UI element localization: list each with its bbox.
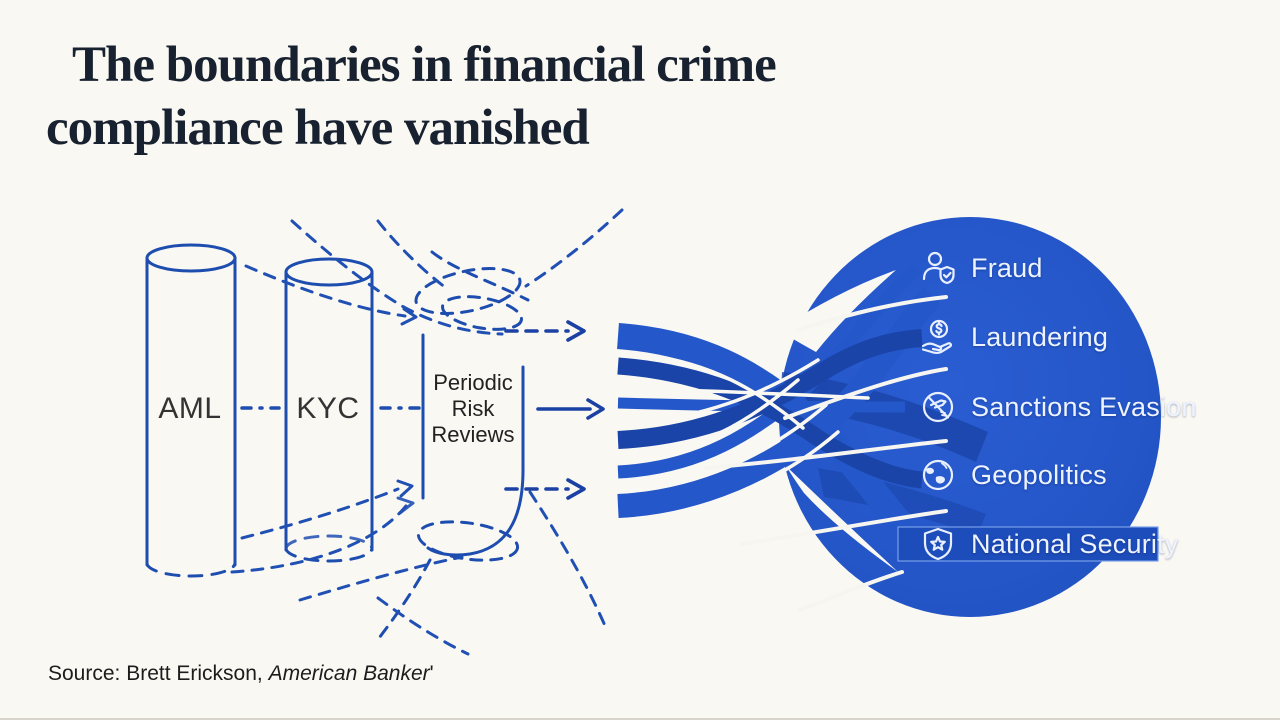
threat-label: Sanctions Evasion — [971, 391, 1197, 422]
shield-star-icon — [923, 527, 953, 561]
dashed-curve-arrowheads — [396, 307, 418, 515]
periodic-risk-reviews-cylinder — [374, 250, 530, 644]
threat-row-national-security: National Security — [918, 524, 1179, 564]
threat-label: National Security — [971, 528, 1179, 559]
money-hand-icon — [921, 319, 953, 354]
aml-cylinder — [145, 243, 237, 578]
stage-label-periodic-risk-reviews: Periodic Risk Reviews — [414, 370, 532, 448]
source-attribution: Source: Brett Erickson, American Banker' — [48, 662, 434, 686]
user-shield-icon — [922, 251, 955, 285]
source-prefix: Source: Brett Erickson, — [48, 662, 269, 685]
title-line-2: compliance have vanished — [46, 100, 590, 156]
threat-row-geopolitics: Geopolitics — [918, 455, 1107, 495]
flow-arrows — [504, 320, 605, 500]
globe-icon — [922, 459, 954, 491]
no-travel-icon — [922, 391, 954, 423]
source-publication: American Banker — [268, 662, 430, 685]
prr-line-3: Reviews — [431, 422, 515, 447]
threat-label: Fraud — [971, 252, 1043, 283]
threat-label: Laundering — [971, 321, 1109, 352]
title-line-1: The boundaries in financial crime — [72, 37, 777, 93]
blob-white-wedges — [778, 270, 898, 572]
dissolving-dashed-curves — [230, 208, 624, 656]
kyc-cylinder — [284, 257, 374, 563]
source-suffix: ' — [429, 662, 434, 685]
stage-label-aml: AML — [158, 392, 222, 425]
prr-line-1: Periodic — [433, 370, 513, 395]
ribbon-separators — [616, 350, 870, 524]
threat-row-sanctions-evasion: Sanctions Evasion — [918, 387, 1197, 427]
stage-label-kyc: KYC — [296, 392, 360, 425]
flow-ribbons — [617, 263, 941, 552]
threat-row-laundering: Laundering — [918, 317, 1108, 357]
threat-label: Geopolitics — [971, 459, 1107, 490]
blob-branch-lines — [703, 295, 948, 612]
page-title: The boundaries in financial crime compli… — [46, 34, 777, 160]
prr-line-2: Risk — [451, 396, 495, 421]
threat-row-fraud: Fraud — [918, 248, 1043, 288]
